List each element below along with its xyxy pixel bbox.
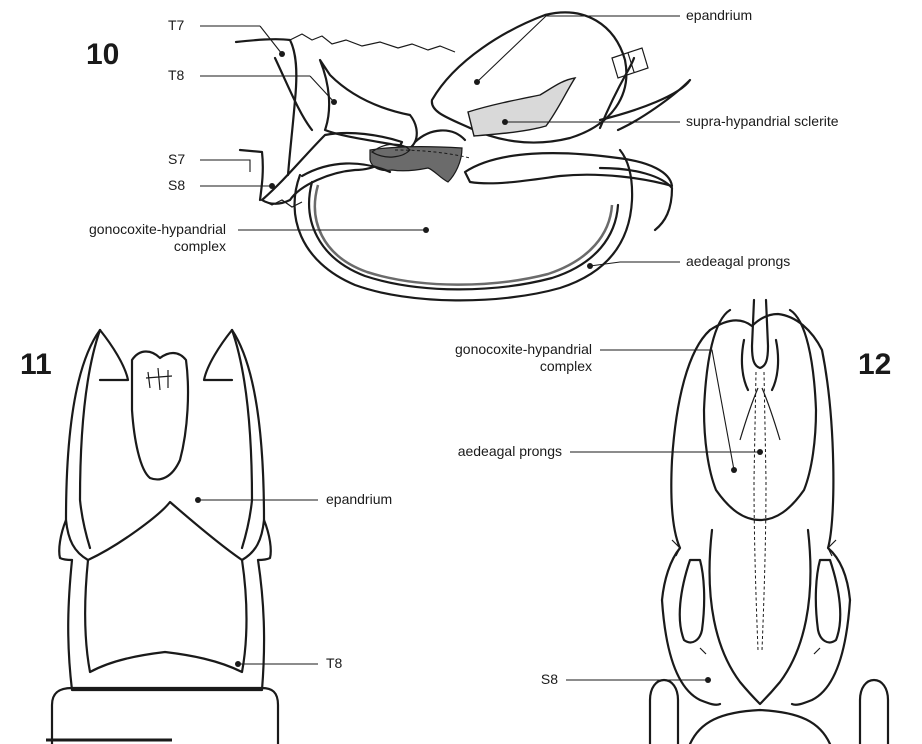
- epandrium-11-left-lobe: [100, 330, 128, 380]
- leader-aedeagal-12-dot: [757, 449, 763, 455]
- prong-right-ring: [612, 48, 648, 78]
- aedeagus-shoulders: [742, 340, 778, 390]
- t8-11-outline: [68, 560, 264, 690]
- gonocoxite-hypandrial-outline: [295, 150, 633, 300]
- aedeagal-prong-grey: [315, 185, 612, 285]
- label-supra-hypandrial: supra-hypandrial sclerite: [686, 113, 839, 130]
- leader-s7: [200, 160, 250, 172]
- leader-t8-11-dot: [235, 661, 241, 667]
- aedeagus-central-tube: [752, 300, 768, 368]
- t8-11-inner: [85, 560, 246, 672]
- s8-12-joint-left: [672, 540, 706, 654]
- leader-epandrium-11-dot: [195, 497, 201, 503]
- epandrium-11-inner-right: [232, 330, 252, 548]
- label-epandrium-11: epandrium: [326, 491, 392, 508]
- label-gonocoxite-12-line1: gonocoxite-hypandrial: [360, 341, 592, 358]
- figure-number-11: 11: [20, 350, 52, 380]
- label-t8-11: T8: [326, 655, 342, 672]
- s8-12-right: [816, 560, 840, 642]
- s8-12-left: [680, 560, 704, 642]
- cerci-plate: [132, 352, 188, 480]
- epandrium-11-outline: [66, 330, 264, 560]
- gonocoxite-12-outline: [710, 314, 850, 600]
- figure-number-12: 12: [858, 350, 891, 380]
- s8-12-left-arm: [662, 600, 720, 705]
- leader-t8-bend: [310, 76, 334, 102]
- label-gonocoxite-10-line2: complex: [0, 238, 226, 255]
- epandrium-11-right-lobe: [204, 330, 232, 380]
- leader-t8-dot: [331, 99, 337, 105]
- prong-right-curve: [600, 58, 634, 128]
- label-t7: T7: [168, 17, 184, 34]
- t7-tergite: [236, 39, 296, 175]
- s7-sternite: [240, 150, 263, 200]
- leader-gonocoxite-10-dot: [423, 227, 429, 233]
- label-s8-12: S8: [480, 671, 558, 688]
- figure-11-drawing: [46, 330, 318, 744]
- figure-number-10: 10: [86, 40, 119, 70]
- label-aedeagal-12: aedeagal prongs: [360, 443, 562, 460]
- label-gonocoxite-12-line2: complex: [360, 358, 592, 375]
- segment-below-11: [52, 688, 278, 744]
- label-gonocoxite-10-line1: gonocoxite-hypandrial: [0, 221, 226, 238]
- aedeagus-fine-lines: [740, 388, 780, 440]
- t7-membrane: [290, 34, 455, 52]
- label-aedeagal-10: aedeagal prongs: [686, 253, 790, 270]
- leader-epandrium-10-dot: [474, 79, 480, 85]
- leader-epandrium-10: [477, 16, 680, 82]
- label-s7: S7: [168, 151, 185, 168]
- leader-supra-dot: [502, 119, 508, 125]
- leader-s8-12-dot: [705, 677, 711, 683]
- supra-hypandrial-sclerite: [468, 78, 575, 136]
- leader-aedeagal-10-dot: [587, 263, 593, 269]
- central-dark-sclerite: [370, 147, 462, 182]
- leader-s8-dot: [269, 183, 275, 189]
- segment-below-12-right: [860, 680, 888, 744]
- cerci-detail: [146, 368, 172, 390]
- label-t8: T8: [168, 67, 184, 84]
- label-s8: S8: [168, 177, 185, 194]
- leader-t7-dot: [279, 51, 285, 57]
- figure-12-drawing: [566, 300, 888, 744]
- central-arc: [415, 130, 465, 142]
- gonocoxite-inner-outline: [309, 182, 618, 289]
- s8-12-joint-right: [814, 540, 836, 654]
- gonocoxite-12-left: [662, 330, 710, 600]
- leader-gonocoxite-12-dot: [731, 467, 737, 473]
- epandrium-10-lower-lobe: [465, 153, 672, 186]
- segment-below-12-left: [650, 680, 678, 744]
- label-epandrium-10: epandrium: [686, 7, 752, 24]
- inner-lobe-12: [710, 530, 811, 704]
- figure-10-drawing: [200, 12, 690, 300]
- segment-below-12-mid: [690, 710, 830, 744]
- aedeagal-prongs-12-dashed: [754, 372, 766, 650]
